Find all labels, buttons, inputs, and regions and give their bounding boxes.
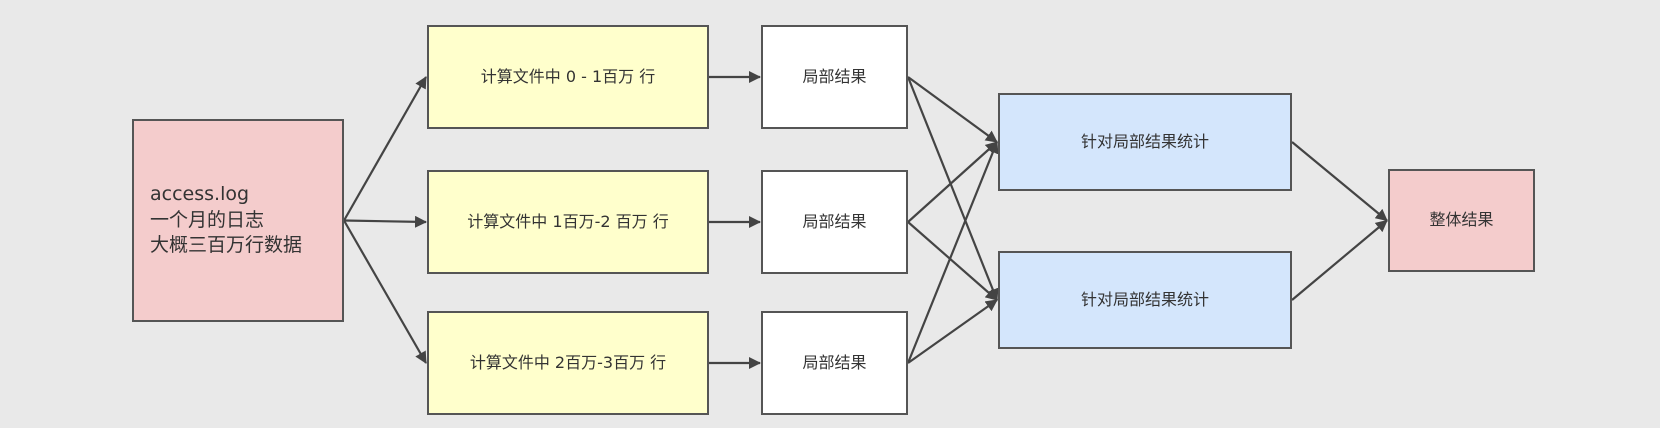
partial-result-node-2-label: 局部结果 — [802, 211, 867, 231]
partial-result-node-1-label: 局部结果 — [802, 66, 867, 86]
edge-partial3-to-aggregate1 — [906, 141, 999, 364]
edge-partial1-to-aggregate2 — [906, 76, 999, 301]
final-result-node-label: 整体结果 — [1429, 210, 1494, 230]
partial-result-node-2: 局部结果 — [761, 170, 908, 274]
edge-aggregate1-to-final — [1291, 141, 1388, 222]
edge-source-to-split2 — [343, 215, 427, 228]
edge-aggregate2-to-final — [1291, 219, 1388, 301]
split-node-3: 计算文件中 2百万-3百万 行 — [427, 311, 709, 415]
aggregate-node-1-label: 针对局部结果统计 — [1080, 131, 1209, 151]
edge-partial2-to-aggregate2 — [907, 221, 998, 301]
split-node-2-label: 计算文件中 1百万-2 百万 行 — [467, 211, 669, 231]
split-node-1-label: 计算文件中 0 - 1百万 行 — [480, 66, 656, 86]
aggregate-node-2: 针对局部结果统计 — [998, 251, 1292, 349]
edge-source-to-split1 — [343, 76, 427, 222]
edge-partial1-to-aggregate1 — [907, 76, 998, 143]
final-result-node: 整体结果 — [1388, 169, 1535, 272]
aggregate-node-1: 针对局部结果统计 — [998, 93, 1292, 191]
partial-result-node-3: 局部结果 — [761, 311, 908, 415]
split-node-1: 计算文件中 0 - 1百万 行 — [427, 25, 709, 129]
partial-result-node-3-label: 局部结果 — [802, 352, 867, 372]
split-node-2: 计算文件中 1百万-2 百万 行 — [427, 170, 709, 274]
edge-partial2-to-aggregate1 — [907, 141, 998, 223]
source-line-1: access.log — [150, 183, 250, 206]
edge-partial3-to-aggregate2 — [907, 299, 998, 364]
aggregate-node-2-label: 针对局部结果统计 — [1080, 289, 1209, 309]
source-node: access.log 一个月的日志 大概三百万行数据 — [132, 119, 344, 322]
partial-result-node-1: 局部结果 — [761, 25, 908, 129]
source-line-2: 一个月的日志 — [150, 208, 265, 231]
source-line-3: 大概三百万行数据 — [150, 234, 303, 257]
split-node-3-label: 计算文件中 2百万-3百万 行 — [469, 352, 667, 372]
edge-source-to-split3 — [343, 219, 427, 364]
